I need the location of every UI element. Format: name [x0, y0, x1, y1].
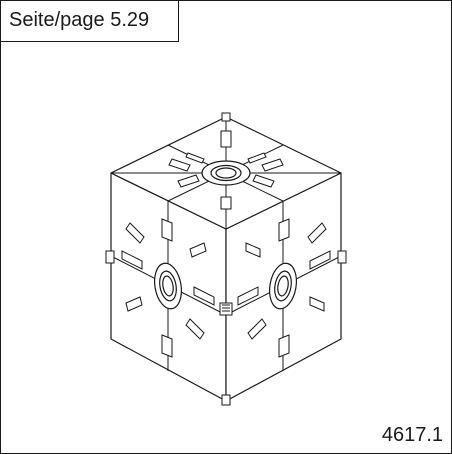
- header-box: Seite/page 5.29: [1, 1, 179, 42]
- page-reference: Seite/page 5.29: [9, 9, 150, 31]
- cube-connector-icon: [105, 112, 347, 406]
- article-number: 4617.1: [381, 424, 443, 446]
